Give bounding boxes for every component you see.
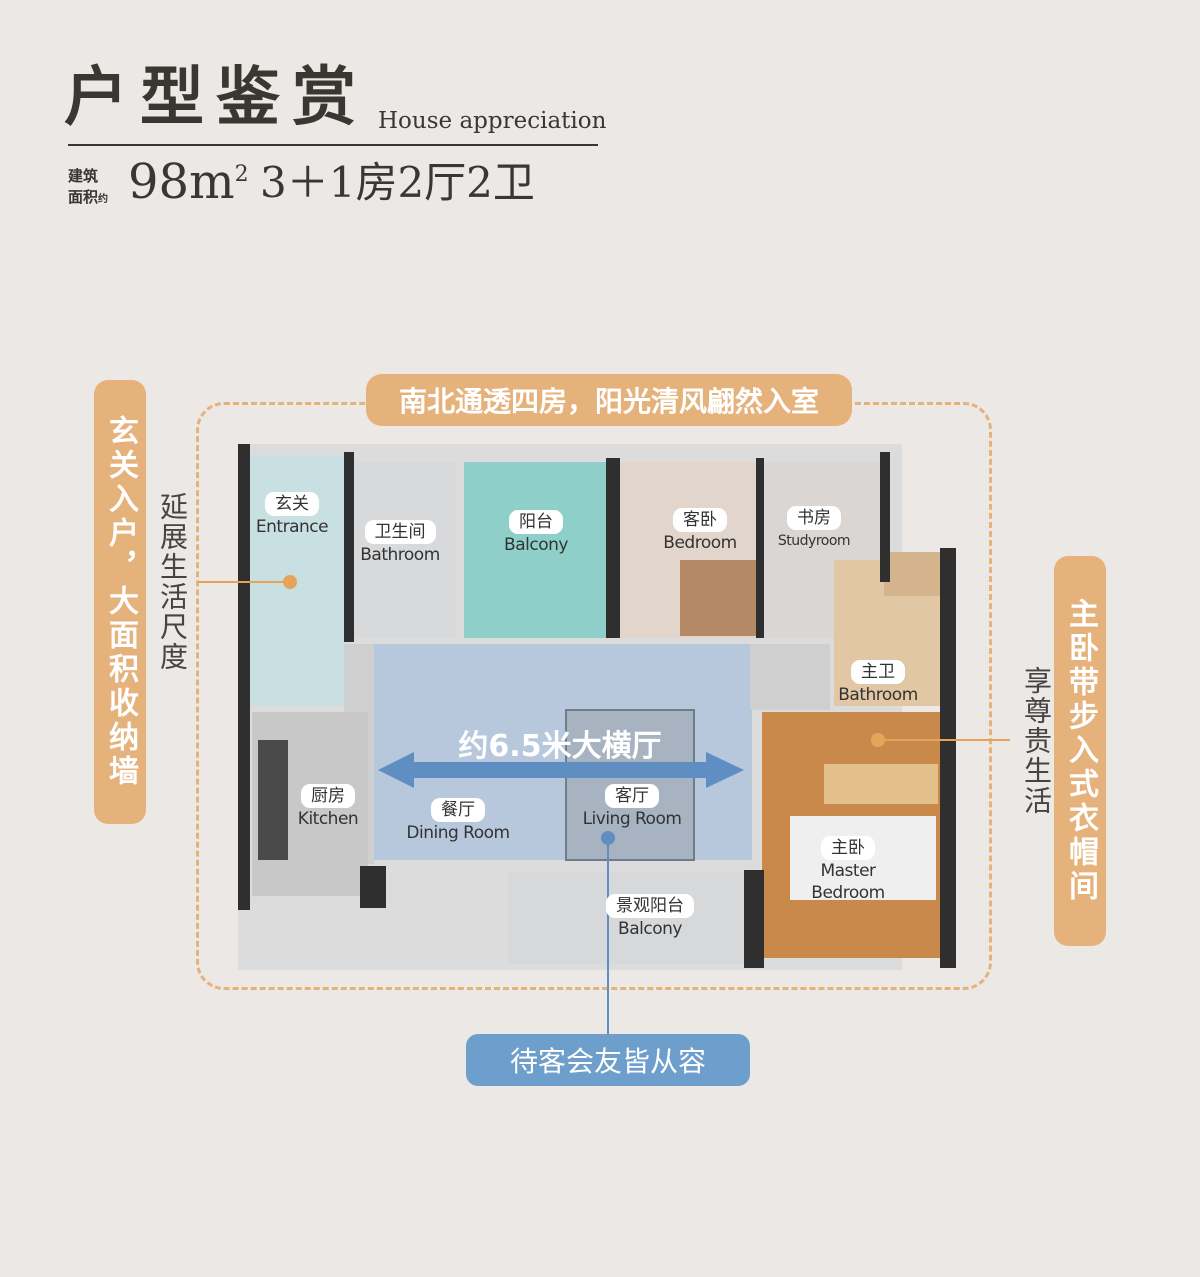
callout-right-side: 享尊贵生活	[1020, 666, 1053, 816]
page-title: 户型鉴赏	[64, 60, 368, 135]
room-master-bathroom-cn: 主卫	[851, 660, 905, 684]
wall-balcony-right	[744, 870, 764, 968]
leader-left-dot	[283, 575, 297, 589]
callout-left-side: 延展生活尺度	[156, 492, 189, 672]
room-master-bedroom: 主卧 Master Bedroom	[782, 836, 914, 904]
wall-bed-study	[756, 458, 764, 638]
bathroom-floor	[352, 462, 456, 638]
wall-balcony	[606, 458, 620, 638]
room-view-balcony-cn: 景观阳台	[606, 894, 694, 918]
area-label-line1: 建筑	[68, 167, 99, 185]
hall-width-arrow	[378, 752, 744, 788]
room-studyroom-cn: 书房	[787, 506, 841, 530]
room-studyroom-en: Studyroom	[777, 533, 851, 549]
wall-study-right	[880, 452, 890, 582]
room-bathroom: 卫生间 Bathroom	[356, 520, 444, 566]
hall-width-label: 约6.5米大横厅	[458, 729, 662, 764]
callout-left: 玄关入户，大面积收纳墙	[94, 380, 146, 824]
room-balcony: 阳台 Balcony	[496, 510, 576, 556]
callout-bottom: 待客会友皆从容	[466, 1034, 750, 1086]
balcony-floor	[464, 462, 606, 638]
master-wardrobe	[824, 764, 938, 804]
bedroom-wood	[680, 560, 756, 636]
wall-left	[238, 444, 250, 910]
room-balcony-en: Balcony	[504, 535, 568, 555]
room-view-balcony: 景观阳台 Balcony	[604, 894, 696, 940]
room-entrance-en: Entrance	[255, 517, 329, 537]
hall-right-strip	[750, 644, 830, 710]
room-master-bedroom-cn: 主卧	[821, 836, 875, 860]
room-view-balcony-en: Balcony	[618, 919, 682, 939]
page-subtitle: House appreciation	[378, 108, 607, 134]
wall-kitchen	[360, 866, 386, 908]
room-bedroom-en: Bedroom	[663, 533, 737, 553]
area-unit-sup: 2	[234, 162, 249, 187]
room-master-bedroom-en: Master Bedroom	[811, 861, 885, 903]
room-dining-en: Dining Room	[406, 823, 510, 843]
room-bedroom: 客卧 Bedroom	[660, 508, 740, 554]
callout-top: 南北通透四房，阳光清风翩然入室	[366, 374, 852, 426]
room-balcony-cn: 阳台	[509, 510, 563, 534]
area-value: 98m2	[128, 158, 249, 206]
view-balcony-floor	[508, 872, 744, 964]
room-bathroom-cn: 卫生间	[364, 520, 436, 544]
area-label-line2: 面积	[68, 188, 99, 206]
area-label: 建筑 面积约	[68, 166, 122, 210]
area-number: 98m	[128, 154, 235, 210]
room-entrance: 玄关 Entrance	[254, 492, 330, 538]
wall-right	[940, 548, 956, 968]
room-bathroom-en: Bathroom	[360, 545, 440, 565]
room-kitchen-cn: 厨房	[301, 784, 355, 808]
room-dining-cn: 餐厅	[431, 798, 485, 822]
layout-value: 3＋1房2厅2卫	[260, 158, 535, 207]
room-kitchen: 厨房 Kitchen	[290, 784, 366, 830]
room-kitchen-en: Kitchen	[297, 809, 359, 829]
room-dining: 餐厅 Dining Room	[404, 798, 512, 844]
room-living-en: Living Room	[582, 809, 682, 829]
kitchen-counter	[258, 740, 288, 860]
wall-bath	[344, 452, 354, 642]
callout-right: 主卧带步入式衣帽间	[1054, 556, 1106, 946]
area-label-suffix: 约	[98, 194, 109, 205]
master-bath-closet	[884, 552, 942, 596]
leader-bottom-dot	[601, 831, 615, 845]
room-master-bathroom-en: Bathroom	[838, 685, 918, 705]
room-studyroom: 书房 Studyroom	[770, 506, 858, 552]
leader-right-dot	[871, 733, 885, 747]
room-living: 客厅 Living Room	[580, 784, 684, 830]
room-entrance-cn: 玄关	[265, 492, 319, 516]
title-divider	[68, 144, 598, 146]
room-living-cn: 客厅	[605, 784, 659, 808]
room-bedroom-cn: 客卧	[673, 508, 727, 532]
room-master-bathroom: 主卫 Bathroom	[836, 660, 920, 706]
